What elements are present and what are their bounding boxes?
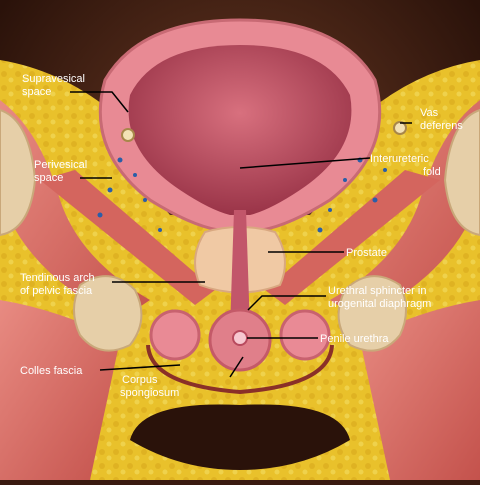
pubic-bone-right (337, 275, 407, 352)
vas-deferens-right (393, 121, 407, 135)
label-perivesical-space: Perivesical space (34, 159, 90, 184)
obturator-internus-right (330, 100, 480, 320)
penile-urethra (232, 330, 248, 346)
label-interureteric-fold: Interureteric fold (370, 153, 441, 178)
label-penile-urethra: Penile urethra (320, 333, 389, 345)
leader-lines (70, 91, 412, 378)
label-supravesical-space: Supravesical space (22, 73, 88, 98)
corpus-cavernosum-left (149, 309, 201, 361)
corpus-cavernosum-right (279, 309, 331, 361)
label-prostate: Prostate (346, 247, 387, 259)
label-corpus-spongiosum: Corpus spongiosum (120, 374, 179, 399)
vas-deferens-left (121, 128, 135, 142)
prostatic-urethra (230, 210, 250, 330)
levator-ani-right (265, 170, 440, 305)
perineal-space (130, 404, 350, 470)
label-colles-fascia: Colles fascia (20, 365, 83, 377)
label-tendinous-arch: Tendinous arch of pelvic fascia (20, 272, 98, 297)
bladder-lumen (128, 45, 352, 215)
ilium-left (0, 108, 37, 237)
levator-ani-left (40, 170, 215, 305)
ilium-right (443, 108, 480, 237)
label-urethral-sphincter: Urethral sphincter in urogenital diaphra… (328, 285, 431, 310)
pubic-bone-left (73, 275, 143, 352)
obturator-internus-left (0, 100, 150, 320)
label-vas-deferens: Vas deferens (420, 107, 463, 132)
